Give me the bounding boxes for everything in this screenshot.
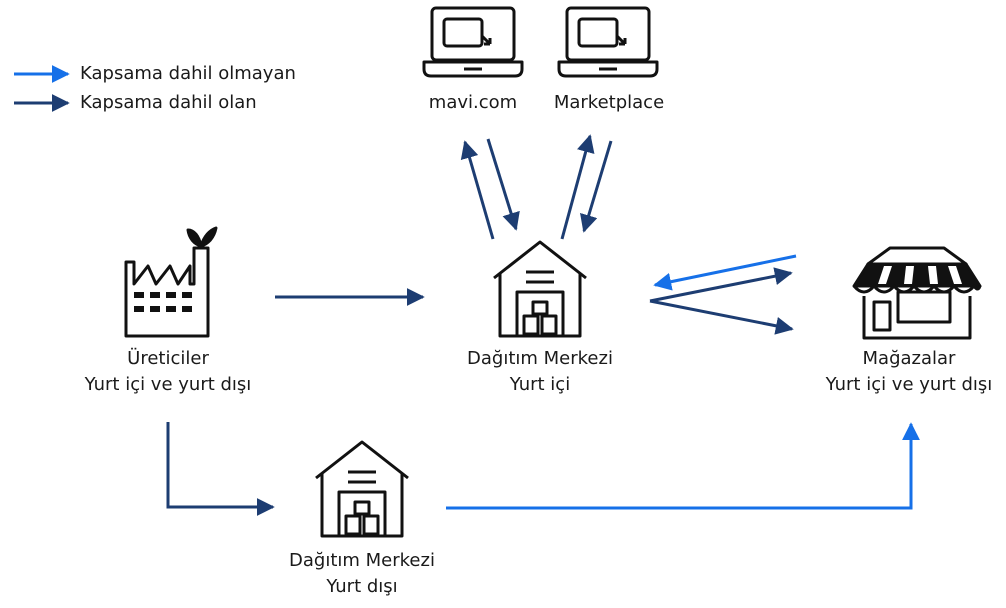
marketplace-label: Marketplace: [553, 92, 665, 113]
legend-excluded-label: Kapsama dahil olmayan: [80, 63, 296, 84]
node-label-producers: Üreticiler Yurt içi ve yurt dışı: [58, 346, 278, 398]
factory-icon: [124, 226, 218, 338]
stores-title: Mağazalar: [862, 348, 956, 369]
dc-abroad-subtitle: Yurt dışı: [326, 576, 398, 597]
dc-abroad-title: Dağıtım Merkezi: [289, 550, 435, 571]
mavi-label: mavi.com: [428, 92, 518, 113]
producers-subtitle: Yurt içi ve yurt dışı: [84, 374, 252, 395]
arrow-marketplace-to-dc: [580, 140, 613, 233]
producers-title: Üreticiler: [127, 348, 209, 369]
warehouse-icon: [493, 240, 587, 338]
arrow-dc-to-marketplace: [560, 134, 595, 240]
laptop-icon: [422, 6, 524, 78]
arrow-producers-to-dc-abroad: [166, 422, 275, 516]
node-label-marketplace: Marketplace: [534, 90, 684, 116]
node-label-dc-abroad: Dağıtım Merkezi Yurt dışı: [262, 548, 462, 600]
arrow-dc-to-mavi: [460, 140, 495, 240]
warehouse-icon: [315, 440, 409, 538]
arrow-dc-abroad-to-stores: [446, 422, 920, 510]
node-label-dc-domestic: Dağıtım Merkezi Yurt içi: [440, 346, 640, 398]
node-label-stores: Mağazalar Yurt içi ve yurt dışı: [812, 346, 1006, 398]
dc-domestic-title: Dağıtım Merkezi: [467, 348, 613, 369]
store-icon: [852, 246, 982, 340]
arrow-dc-to-store-upper: [649, 267, 793, 303]
arrow-dc-to-store-lower: [649, 299, 794, 335]
arrow-store-to-dc: [653, 254, 797, 291]
node-label-mavi: mavi.com: [403, 90, 543, 116]
dc-domestic-subtitle: Yurt içi: [509, 374, 571, 395]
arrow-mavi-to-dc: [486, 138, 520, 231]
legend-included-label: Kapsama dahil olan: [80, 92, 257, 113]
stores-subtitle: Yurt içi ve yurt dışı: [825, 374, 993, 395]
laptop-icon: [557, 6, 659, 78]
